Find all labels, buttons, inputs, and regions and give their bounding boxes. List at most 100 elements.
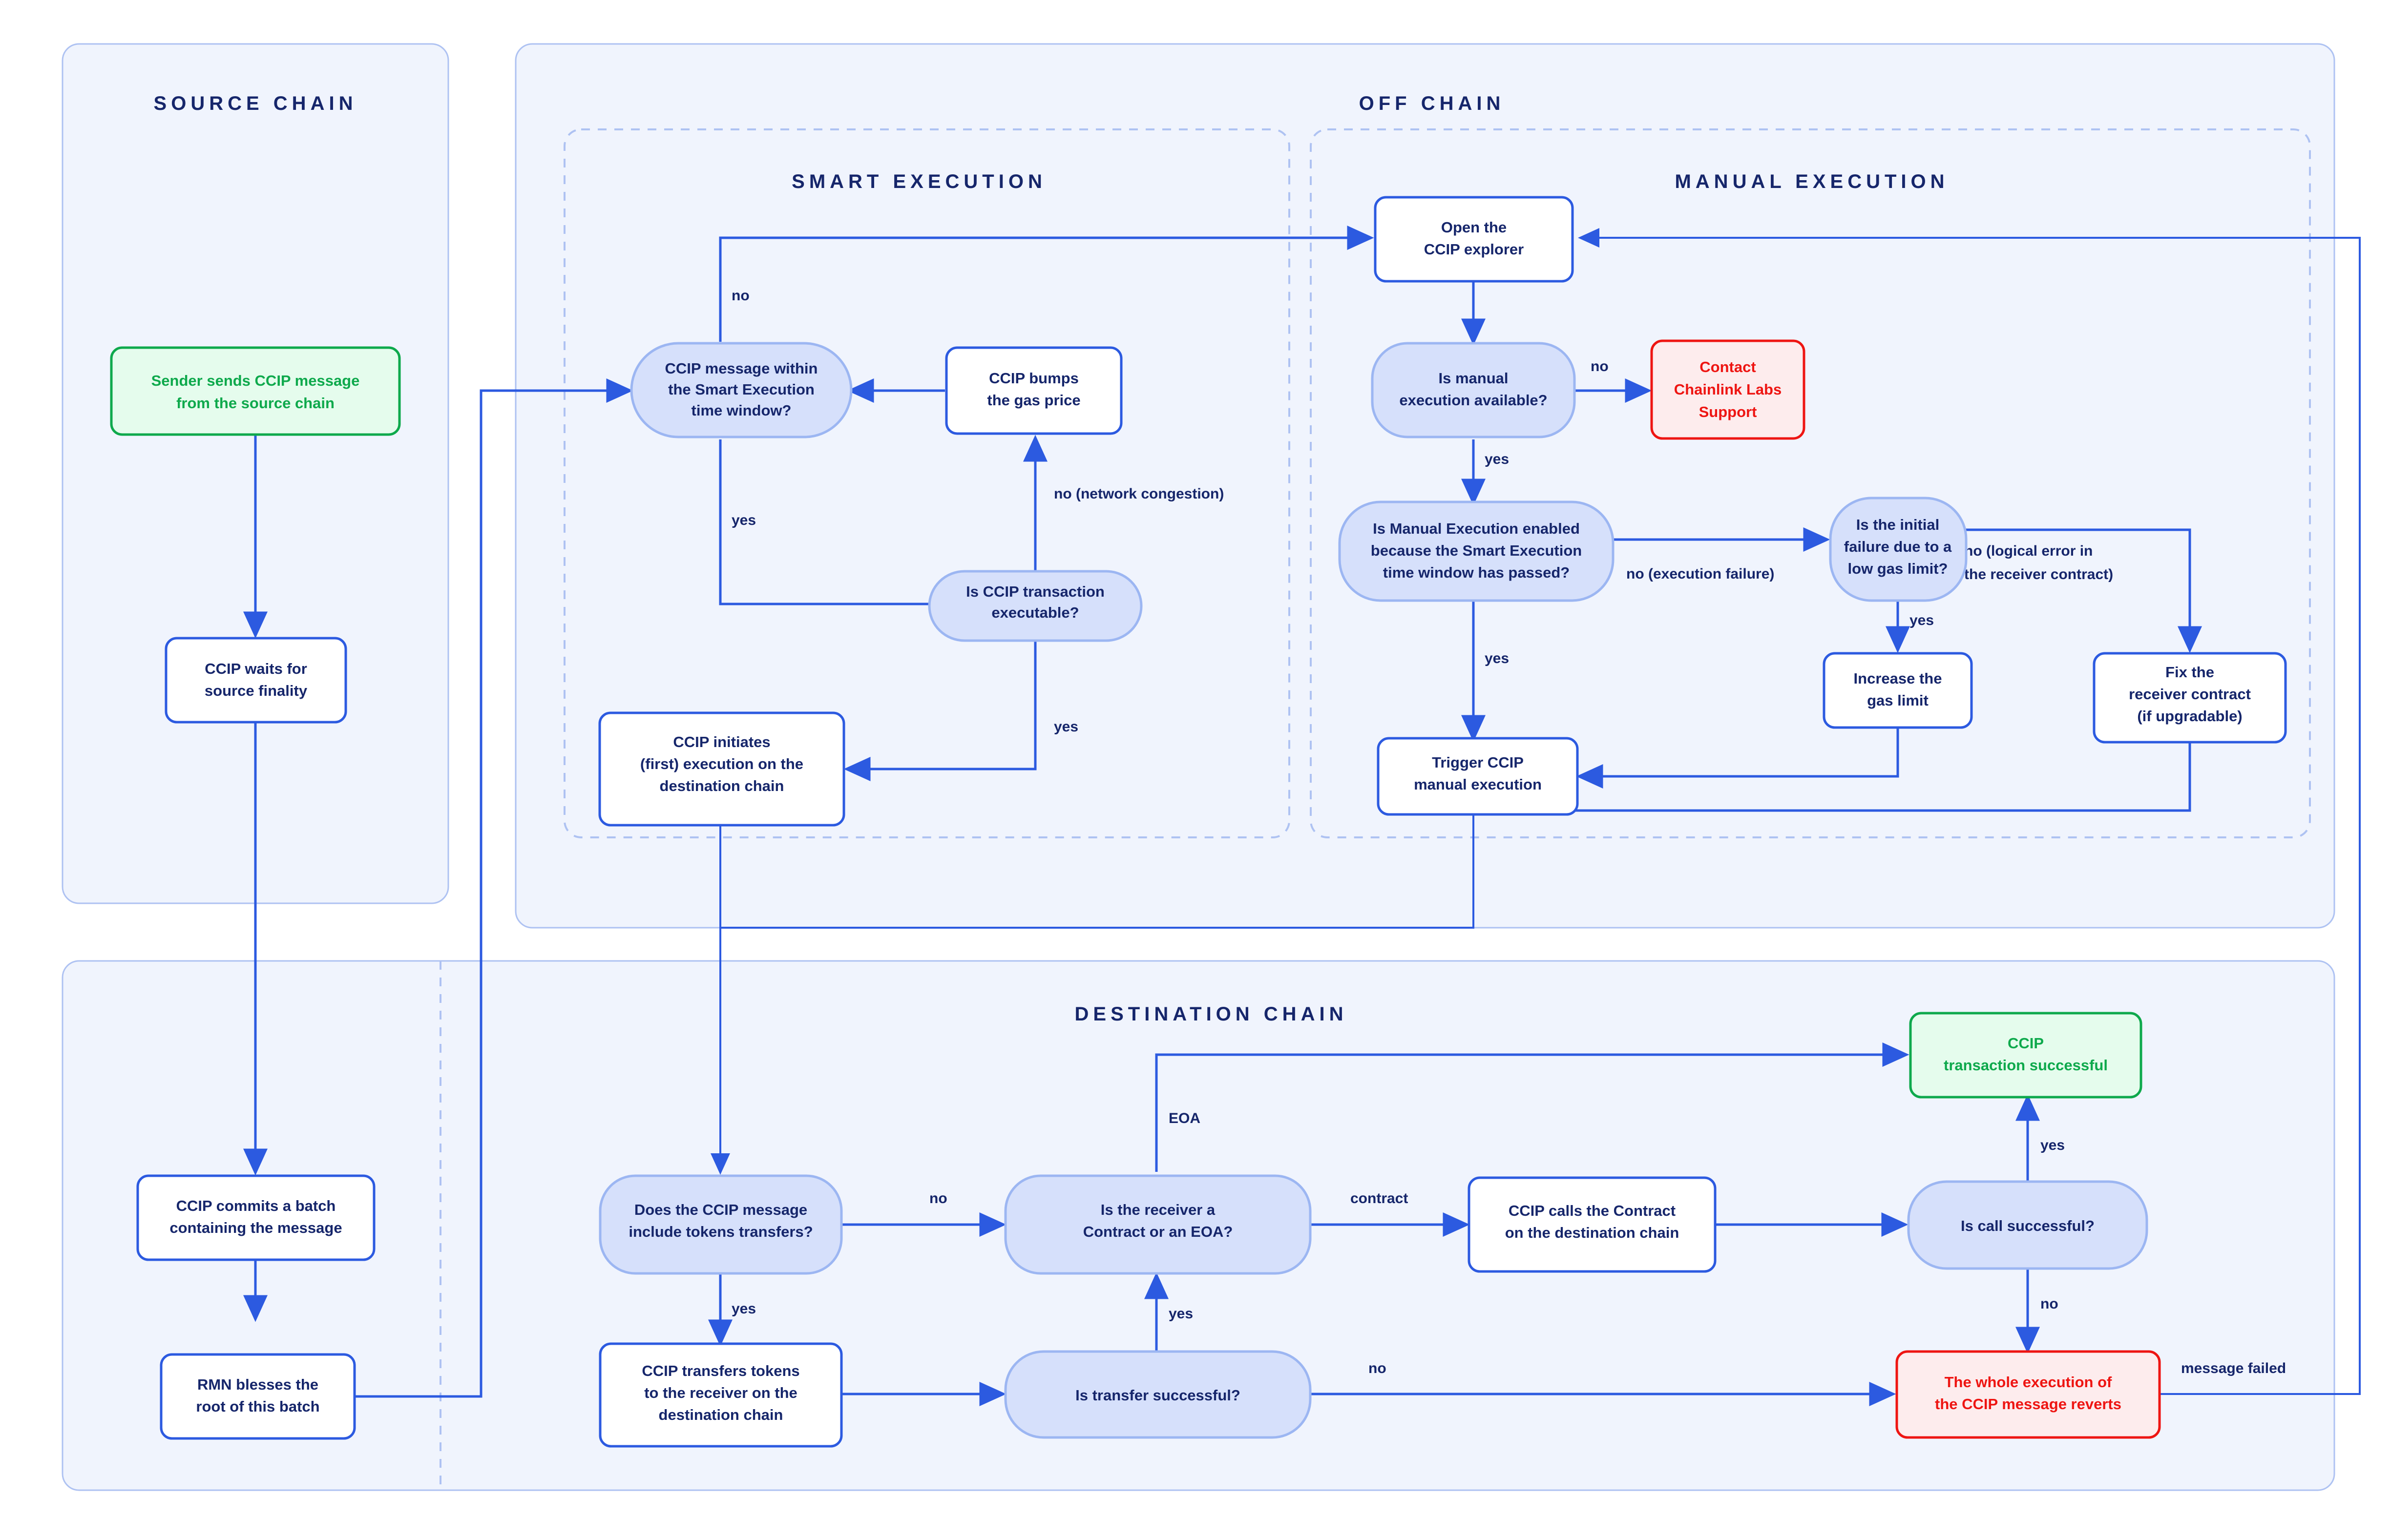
- svg-text:time window?: time window?: [692, 402, 792, 419]
- svg-text:include tokens transfers?: include tokens transfers?: [629, 1223, 813, 1240]
- edge-window-no-to-explorer: [719, 226, 1374, 342]
- lane-title-source-chain: SOURCE CHAIN: [154, 93, 357, 114]
- svg-text:receiver contract: receiver contract: [2129, 686, 2251, 703]
- node-transfers-tokens[interactable]: CCIP transfers tokens to the receiver on…: [599, 1342, 843, 1448]
- edge-label-enabled-no: no (execution failure): [1626, 566, 1774, 582]
- node-trigger-manual[interactable]: Trigger CCIP manual execution: [1377, 737, 1579, 816]
- svg-text:executable?: executable?: [991, 604, 1079, 621]
- svg-text:RMN blesses the: RMN blesses the: [197, 1376, 318, 1393]
- edge-label-transfer-yes: yes: [1169, 1306, 1193, 1322]
- node-initiates-execution[interactable]: CCIP initiates (first) execution on the …: [598, 711, 845, 827]
- svg-text:Is transfer successful?: Is transfer successful?: [1075, 1387, 1240, 1404]
- svg-text:execution available?: execution available?: [1399, 392, 1547, 409]
- svg-text:Contract or an EOA?: Contract or an EOA?: [1083, 1223, 1233, 1240]
- node-sender-sends[interactable]: Sender sends CCIP message from the sourc…: [110, 346, 401, 436]
- node-increase-gas[interactable]: Increase the gas limit: [1823, 652, 1973, 729]
- svg-text:Is call successful?: Is call successful?: [1961, 1217, 2095, 1234]
- svg-text:from the source chain: from the source chain: [176, 395, 335, 412]
- svg-text:(first) execution on the: (first) execution on the: [640, 755, 803, 772]
- edge-gas-to-trigger: [1576, 725, 1899, 789]
- svg-text:source finality: source finality: [205, 682, 308, 699]
- edge-rmn-to-window: [355, 378, 633, 1398]
- edge-label-window-no: no: [732, 288, 750, 304]
- node-rmn-blesses[interactable]: RMN blesses the root of this batch: [160, 1353, 356, 1440]
- svg-text:(if upgradable): (if upgradable): [2137, 708, 2242, 725]
- svg-text:low gas limit?: low gas limit?: [1848, 560, 1948, 577]
- svg-text:destination chain: destination chain: [660, 777, 784, 794]
- svg-text:The whole execution of: The whole execution of: [1945, 1374, 2112, 1391]
- svg-text:Contact: Contact: [1699, 358, 1756, 375]
- node-manual-enabled[interactable]: Is Manual Execution enabled because the …: [1338, 500, 1615, 602]
- edge-label-failure-no-l1: no (logical error in: [1964, 543, 2093, 559]
- node-bumps-gas[interactable]: CCIP bumps the gas price: [945, 346, 1123, 435]
- svg-text:transaction successful: transaction successful: [1944, 1057, 2108, 1074]
- lane-title-off-chain: OFF CHAIN: [1359, 93, 1505, 114]
- svg-text:Is CCIP transaction: Is CCIP transaction: [966, 583, 1105, 600]
- svg-text:containing the message: containing the message: [169, 1219, 342, 1236]
- svg-text:CCIP bumps: CCIP bumps: [989, 370, 1079, 387]
- svg-text:Support: Support: [1699, 403, 1757, 420]
- lane-title-manual-execution: MANUAL EXECUTION: [1675, 171, 1949, 192]
- edge-label-message-failed: message failed: [2181, 1360, 2286, 1376]
- node-fix-receiver[interactable]: Fix the receiver contract (if upgradable…: [2093, 652, 2287, 744]
- sublane-smart-execution: [564, 128, 1290, 838]
- svg-text:CCIP commits a batch: CCIP commits a batch: [176, 1197, 336, 1214]
- node-calls-contract[interactable]: CCIP calls the Contract on the destinati…: [1468, 1176, 1717, 1273]
- lane-title-destination-chain: DESTINATION CHAIN: [1075, 1003, 1348, 1025]
- edge-label-receiver-eoa: EOA: [1169, 1110, 1200, 1126]
- edge-label-failure-yes: yes: [1909, 612, 1934, 628]
- svg-text:Is the initial: Is the initial: [1856, 516, 1940, 533]
- svg-text:manual execution: manual execution: [1414, 776, 1542, 793]
- node-receiver-type[interactable]: Is the receiver a Contract or an EOA?: [1004, 1174, 1312, 1275]
- svg-text:the Smart Execution: the Smart Execution: [668, 381, 815, 398]
- edge-label-available-no: no: [1591, 358, 1609, 375]
- svg-text:Increase the: Increase the: [1854, 670, 1942, 687]
- svg-text:Is manual: Is manual: [1439, 370, 1509, 387]
- edge-window-yes-to-executable: [719, 439, 993, 616]
- svg-text:failure due to a: failure due to a: [1844, 538, 1952, 555]
- node-commits-batch[interactable]: CCIP commits a batch containing the mess…: [136, 1174, 376, 1261]
- svg-text:Sender sends CCIP message: Sender sends CCIP message: [151, 372, 360, 389]
- edge-trigger-to-destination: [720, 814, 1474, 929]
- edge-label-tokens-yes: yes: [732, 1301, 756, 1317]
- edge-label-window-yes: yes: [732, 512, 756, 528]
- edge-label-executable-no: no (network congestion): [1054, 486, 1224, 502]
- edge-executable-yes-to-initiates: [843, 640, 1037, 781]
- lane-title-smart-execution: SMART EXECUTION: [792, 171, 1047, 192]
- sublane-manual-execution: [1310, 128, 2311, 838]
- node-manual-available[interactable]: Is manual execution available?: [1371, 342, 1576, 438]
- edge-label-available-yes: yes: [1485, 451, 1509, 467]
- svg-text:Fix the: Fix the: [2165, 664, 2214, 681]
- svg-text:Is Manual Execution enabled: Is Manual Execution enabled: [1373, 520, 1580, 537]
- svg-text:CCIP: CCIP: [2008, 1035, 2044, 1052]
- svg-text:CCIP calls the Contract: CCIP calls the Contract: [1509, 1202, 1676, 1219]
- svg-text:Does the CCIP message: Does the CCIP message: [634, 1201, 807, 1218]
- svg-text:CCIP initiates: CCIP initiates: [673, 733, 770, 750]
- node-transaction-successful[interactable]: CCIP transaction successful: [1909, 1012, 2142, 1099]
- node-waits-finality[interactable]: CCIP waits for source finality: [165, 637, 347, 724]
- node-open-explorer[interactable]: Open the CCIP explorer: [1374, 196, 1574, 283]
- edge-label-executable-yes: yes: [1054, 719, 1078, 735]
- svg-text:the CCIP message reverts: the CCIP message reverts: [1935, 1395, 2121, 1413]
- edge-label-enabled-yes: yes: [1485, 650, 1509, 666]
- edge-label-tokens-no: no: [929, 1190, 947, 1207]
- node-within-window[interactable]: CCIP message within the Smart Execution …: [630, 342, 853, 438]
- node-transfer-successful[interactable]: Is transfer successful?: [1004, 1350, 1312, 1439]
- node-whole-reverts[interactable]: The whole execution of the CCIP message …: [1895, 1350, 2161, 1439]
- edge-label-call-no: no: [2040, 1296, 2058, 1312]
- node-tx-executable[interactable]: Is CCIP transaction executable?: [928, 570, 1143, 642]
- svg-text:because the Smart Execution: because the Smart Execution: [1371, 542, 1582, 559]
- svg-text:gas limit: gas limit: [1867, 692, 1929, 709]
- svg-text:root of this batch: root of this batch: [196, 1398, 319, 1415]
- svg-text:on the destination chain: on the destination chain: [1505, 1224, 1679, 1241]
- edge-label-call-yes: yes: [2040, 1137, 2065, 1153]
- node-contact-support[interactable]: Contact Chainlink Labs Support: [1650, 339, 1805, 440]
- node-call-successful[interactable]: Is call successful?: [1907, 1180, 2148, 1270]
- svg-text:Is the receiver a: Is the receiver a: [1101, 1201, 1216, 1218]
- svg-text:CCIP message within: CCIP message within: [665, 360, 818, 377]
- node-includes-tokens[interactable]: Does the CCIP message include tokens tra…: [599, 1174, 843, 1275]
- svg-text:to the receiver on the: to the receiver on the: [644, 1384, 797, 1401]
- svg-text:CCIP explorer: CCIP explorer: [1424, 241, 1524, 258]
- node-initial-failure[interactable]: Is the initial failure due to a low gas …: [1829, 497, 1968, 602]
